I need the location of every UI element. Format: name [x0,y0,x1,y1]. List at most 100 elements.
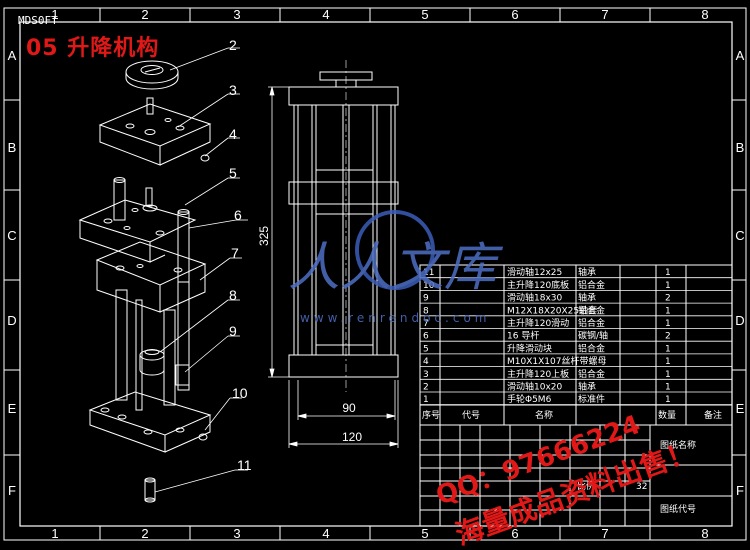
bom-cell-name: 手轮Φ5M6 [507,393,552,405]
outer-frame [3,7,747,541]
grid-col-label: 5 [421,526,428,541]
bom-cell-name: 16 导杆 [507,330,539,342]
inner-width-dimension: 90 [342,401,356,415]
grid-col-label: 3 [233,526,240,541]
bom-header-note: 备注 [704,409,722,421]
bom-cell-qty: 1 [665,383,671,393]
grid-row-label: E [736,401,745,416]
grid-row-label: A [8,48,17,63]
callout-label: 7 [231,245,239,261]
grid-column-ticks [99,8,651,540]
grid-col-label: 3 [233,7,240,22]
bom-cell-material: 轴承 [578,292,596,304]
bom-header-qty: 数量 [658,409,676,421]
title-block-drawing-code: 图纸代号 [660,503,696,515]
callout-label: 2 [229,37,237,53]
callout-leaders [154,47,248,493]
bom-cell-qty: 2 [665,332,671,342]
title-block-sheet: 32 [636,482,647,492]
title-block-scale-label: 比例 [577,480,595,492]
grid-row-label: C [735,228,744,243]
grid-row-label: C [7,228,16,243]
handwheel-part [125,60,179,84]
bom-cell-qty: 2 [665,294,671,304]
grid-col-label: 4 [322,7,329,22]
grid-row-ticks [4,99,746,456]
bom-cell-name: 滑动轴10x20 [507,381,563,393]
outer-width-dimension: 120 [342,430,362,444]
callout-label: 8 [229,287,237,303]
bom-cell-no: 3 [423,370,429,380]
bom-cell-qty: 1 [665,370,671,380]
watermark-url: www.renrendoc.com [300,311,490,325]
guide-rod-part [113,179,126,221]
bom-cell-no: 5 [423,344,429,354]
middle-upper-plate-part [78,199,197,243]
bom-header-code: 代号 [462,410,480,421]
bom-cell-name: 滑动轴12x25 [507,266,562,278]
title-block [419,404,733,527]
grid-row-label: F [736,483,744,498]
base-plate-part [88,391,212,436]
bom-cell-name: 主升降120底板 [507,279,569,291]
dimension-values: 325 90 120 [257,226,362,444]
bom-cell-no: 2 [423,383,429,393]
bom-cell-name: 主升降120滑动 [507,317,569,329]
grid-col-label: 4 [322,526,329,541]
callout-label: 6 [234,207,242,223]
grid-col-label: 1 [51,526,58,541]
bom-cell-no: 11 [423,268,434,278]
grid-row-label: D [735,313,744,328]
bom-cell-material: 铝合金 [578,342,605,354]
bom-headers: 序号 代号 名称 数量 备注 图纸名称 图纸代号 比例 32 [422,409,722,515]
grid-col-label: 7 [601,7,608,22]
callout-label: 4 [229,126,237,142]
bom-cell-material: 标准件 [578,393,605,405]
grid-col-label: 5 [421,7,428,22]
bom-header-name: 名称 [535,409,553,421]
front-view [288,60,399,392]
grid-col-label: 8 [701,526,708,541]
bom-cell-material: 铝合金 [578,317,605,329]
watermark-logo: 人人文库 www.renrendoc.com [288,210,504,325]
bom-cell-name: M12X18X20X25轴套 [507,304,597,316]
bom-cell-no: 10 [423,281,435,291]
bom-cell-qty: 1 [665,268,671,278]
bom-cell-no: 8 [423,306,429,316]
callout-numbers: 2 3 4 5 6 7 8 9 10 11 [229,37,252,473]
grid-col-label: 8 [701,7,708,22]
bom-cell-no: 4 [423,357,429,367]
callout-label: 9 [229,323,237,339]
small-shaft-part [144,479,156,501]
callout-label: 3 [229,82,237,98]
bom-cell-no: 6 [423,332,429,342]
grid-row-label: A [736,48,745,63]
grid-labels: 1 2 3 4 5 6 7 8 1 2 3 4 5 6 7 8 A B C D … [7,7,744,541]
bom-cell-material: 轴承 [578,381,596,393]
grid-row-label: F [8,483,16,498]
bom-cell-qty: 1 [665,344,671,354]
callout-label: 10 [232,385,248,401]
drawing-id: MDS0FT [18,14,58,27]
bom-cell-no: 1 [423,395,429,405]
grid-col-label: 6 [511,7,518,22]
bom-cell-qty: 1 [665,395,671,405]
bom-header-no: 序号 [422,409,440,421]
bom-cell-qty: 1 [665,281,671,291]
bom-cell-no: 7 [423,319,429,329]
bom-cell-name: 主升降120上板 [507,368,569,380]
dimension-lines [268,86,399,448]
bom-cell-name: M10X1X107丝杆带螺母 [507,355,606,367]
bom-cell-no: 9 [423,294,429,304]
grid-col-label: 2 [141,526,148,541]
bom-cell-material: 铝合金 [578,304,605,316]
callout-label: 5 [229,165,237,181]
drawing-title: 05 升降机构 [26,36,160,61]
bom-cell-material: 碳钢/轴 [578,330,608,342]
bom-cell-material: 铝合金 [578,279,605,291]
bom-cell-material: 轴承 [578,266,596,278]
exploded-view [78,60,212,503]
watermark-sale: QQ：97666224 海量成品资料出售！ [432,410,699,550]
